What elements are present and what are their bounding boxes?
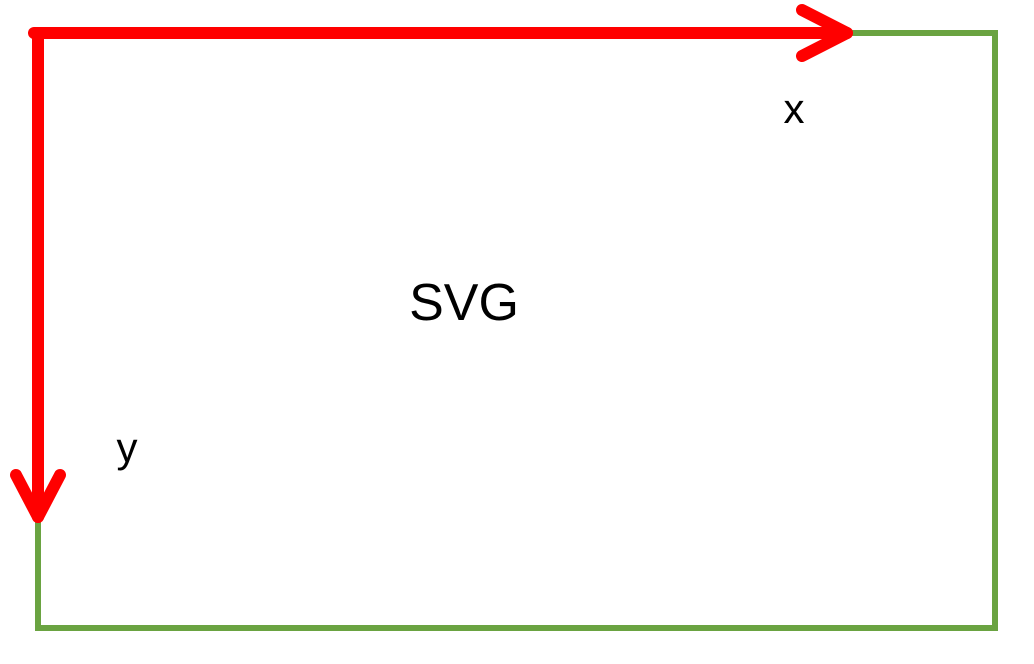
y-axis-arrow [10, 27, 66, 523]
x-axis-arrow [28, 4, 853, 62]
x-axis-label: x [784, 85, 805, 132]
svg-label: SVG [409, 274, 519, 332]
y-axis-label: y [117, 424, 138, 471]
